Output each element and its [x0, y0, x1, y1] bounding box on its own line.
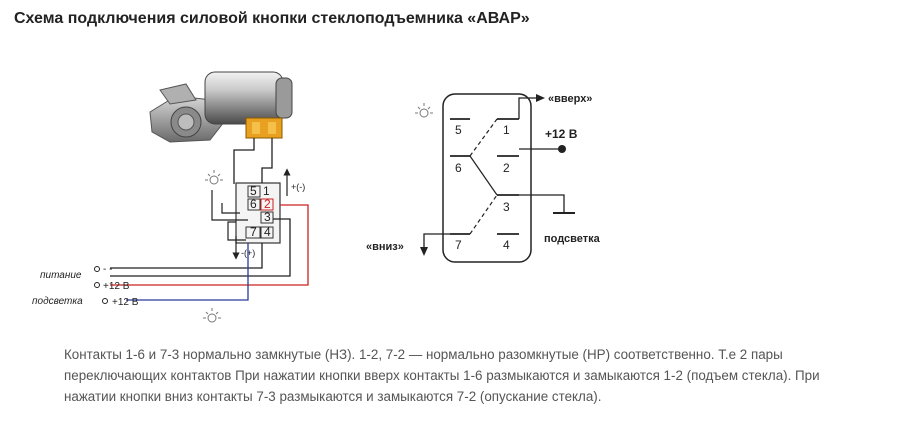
power-plus: +12 В: [103, 281, 130, 292]
contact-5: 5: [455, 123, 462, 137]
backlight-label-right: подсветка: [544, 233, 601, 245]
lamp-icon-right: [415, 103, 433, 118]
terminal-3: 3: [264, 210, 271, 224]
terminal-6: 6: [250, 197, 257, 211]
plus12-node: [558, 145, 566, 153]
external-wires: [423, 97, 575, 248]
description-text: Контакты 1-6 и 7-3 нормально замкнутые (…: [64, 347, 820, 404]
terminal-4: 4: [264, 225, 271, 239]
contact-1: 1: [503, 123, 510, 137]
page-title: Схема подключения силовой кнопки стеклоп…: [14, 10, 530, 27]
down-arrowhead: [420, 247, 428, 256]
backlight-lamp-icon: [203, 308, 221, 323]
contact-7: 7: [455, 238, 462, 252]
backlight-label: подсветка: [32, 296, 83, 307]
contact-2: 2: [503, 161, 510, 175]
switch-levers: [469, 118, 498, 235]
switch-connector: [235, 182, 281, 244]
terminal-7: 7: [250, 225, 257, 239]
plus12-label: +12 В: [545, 127, 578, 141]
wiring-diagram: 5 1 6 2 3 7 4 +(-) -(+) питание - - +12 …: [32, 71, 601, 323]
motor: [149, 71, 293, 143]
switch-wires: [110, 204, 309, 301]
contact-4: 4: [503, 238, 510, 252]
power-label: питание: [40, 270, 82, 281]
switch-body: [442, 93, 532, 263]
switch-bridges: [211, 190, 248, 241]
switch-terminal-labels: 5 1 6 2 3 7 4: [250, 184, 271, 239]
contact-numbers: 5 1 6 2 3 7 4: [455, 123, 510, 252]
power-terminals: питание - - +12 В подсветка +12 В: [32, 264, 139, 308]
description: Контакты 1-6 и 7-3 нормально замкнутые (…: [64, 344, 844, 407]
contact-6: 6: [455, 161, 462, 175]
down-label: «вниз»: [366, 241, 404, 253]
right-labels: «вверх» +12 В «вниз» подсветка: [366, 93, 601, 253]
motor-wires: [233, 138, 273, 184]
contact-bars: [450, 118, 519, 235]
terminal-2: 2: [264, 197, 271, 211]
contact-3: 3: [503, 200, 510, 214]
up-arrow: +(-): [283, 168, 305, 196]
power-minus: - -: [103, 264, 112, 275]
terminal-1: 1: [263, 184, 270, 198]
up-arrowhead: [536, 94, 545, 102]
up-arrow-note: +(-): [291, 182, 305, 192]
backlight-plus: +12 В: [112, 297, 139, 308]
up-label: «вверх»: [548, 93, 592, 105]
lamp-icon: [205, 170, 223, 185]
terminal-5: 5: [250, 184, 257, 198]
